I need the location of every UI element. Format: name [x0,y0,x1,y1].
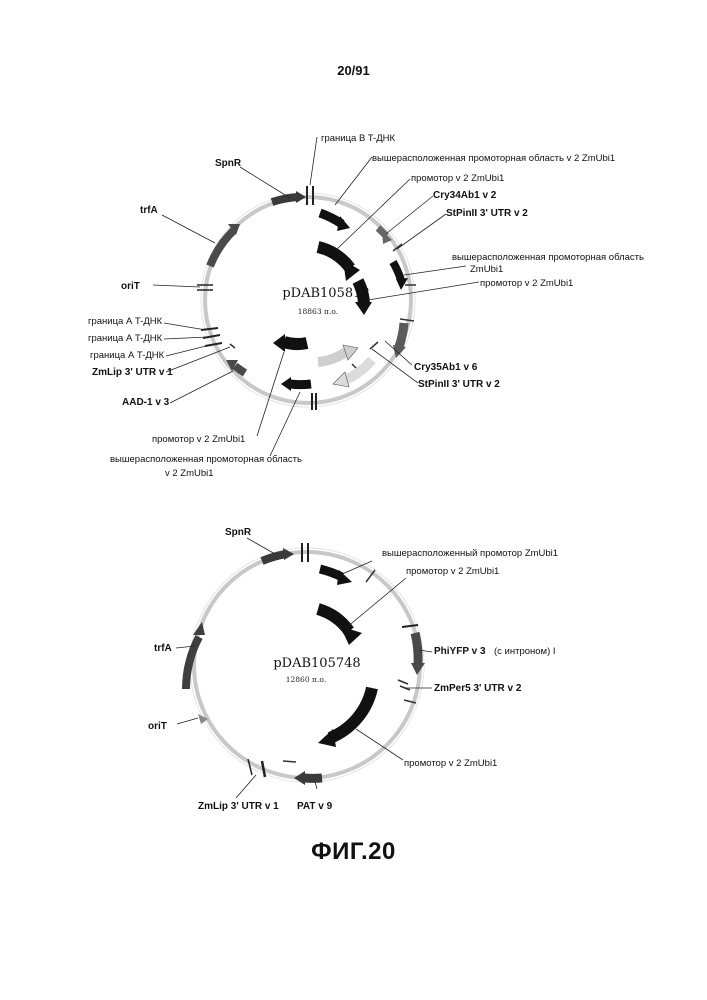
cry35ab1-feature [399,323,404,347]
map2-phiyfp-note: (с интроном) I [494,646,556,657]
map1-upstream-v2-label: вышерасположенная промоторная область v … [372,153,615,164]
light-inner-arrow-2 [345,360,372,380]
map2-upstream-label: вышерасположенный промотор ZmUbi1 [382,548,558,559]
map1-stpinii-a-label: StPinII 3' UTR v 2 [446,208,528,219]
promoter-inner-arrow-3 [284,342,307,344]
map1-cry35ab1-label: Cry35Ab1 v 6 [414,362,478,373]
zmlip-mark [230,344,235,348]
map1-promoter-c-label: промотор v 2 ZmUbi1 [152,434,245,445]
stpinii-mark-2 [370,342,378,349]
plasmid-map-pdab105748: pDAB105748 12860 п.о. SpnR trfA oriT выш… [148,527,558,812]
plasmid-map-pdab105818: pDAB105818 18863 п.о. SpnR trfA oriT гра… [88,133,644,479]
map2-pat-label: PAT v 9 [297,801,333,812]
map1-border-a3-label: граница А T-ДНК [90,350,165,361]
map1-stpinii-b-label: StPinII 3' UTR v 2 [418,379,500,390]
map2-promoter-a-label: промотор v 2 ZmUbi1 [406,566,499,577]
trfa-feature [210,230,234,266]
map2-size: 12860 п.о. [286,675,327,684]
light-inner-arrow-1 [318,352,346,362]
map1-name: pDAB105818 [282,286,369,301]
map2-zmlip-label: ZmLip 3' UTR v 1 [198,801,279,812]
map2-spnr-label: SpnR [225,527,252,538]
map1-promoter-a-label: промотор v 2 ZmUbi1 [411,173,504,184]
map1-orit-label: oriT [121,281,140,292]
promoter-bottom-feature [290,384,311,385]
map1-cry34ab1-label: Cry34Ab1 v 2 [433,190,497,201]
upstream-promoter-feature-2 [393,262,401,280]
map1-trfa-label: trfA [140,205,158,216]
map1-upstream-zmubi1-line1: вышерасположенная промоторная область [452,252,644,263]
aad1-feature [235,366,245,373]
map2-phiyfp-label: PhiYFP v 3 [434,646,486,657]
map1-border-a1-label: граница А T-ДНК [88,316,163,327]
map2-orit-label: oriT [148,721,167,732]
map1-border-a2-label: граница А T-ДНК [88,333,163,344]
map2-trfa-label: trfA [154,643,172,654]
map2-promoter-b-label: промотор v 2 ZmUbi1 [404,758,497,769]
map1-spnr-label: SpnR [215,158,242,169]
map1-upstream-zmubi1-line2: ZmUbi1 [470,264,503,275]
spnr-feature [272,197,298,202]
map1-promoter-b-label: промотор v 2 ZmUbi1 [480,278,573,289]
map1-aad1-label: AAD-1 v 3 [122,397,170,408]
map1-upstream-bottom-line2: v 2 ZmUbi1 [165,468,214,479]
map2-name: pDAB105748 [273,656,360,671]
map1-size: 18863 п.о. [298,307,339,316]
map1-upstream-bottom-line1: вышерасположенная промоторная область [110,454,302,465]
map1-zmlip-label: ZmLip 3' UTR v 1 [92,367,173,378]
figure-caption: ФИГ.20 [0,838,707,866]
map2-promoter-large-arrow [330,688,372,738]
upstream-promoter-feature-1 [320,213,342,224]
map2-zmper5-label: ZmPer5 3' UTR v 2 [434,683,522,694]
map2-phiyfp-feature [415,633,418,664]
map1-border-b-label: граница B T-ДНК [321,133,395,144]
